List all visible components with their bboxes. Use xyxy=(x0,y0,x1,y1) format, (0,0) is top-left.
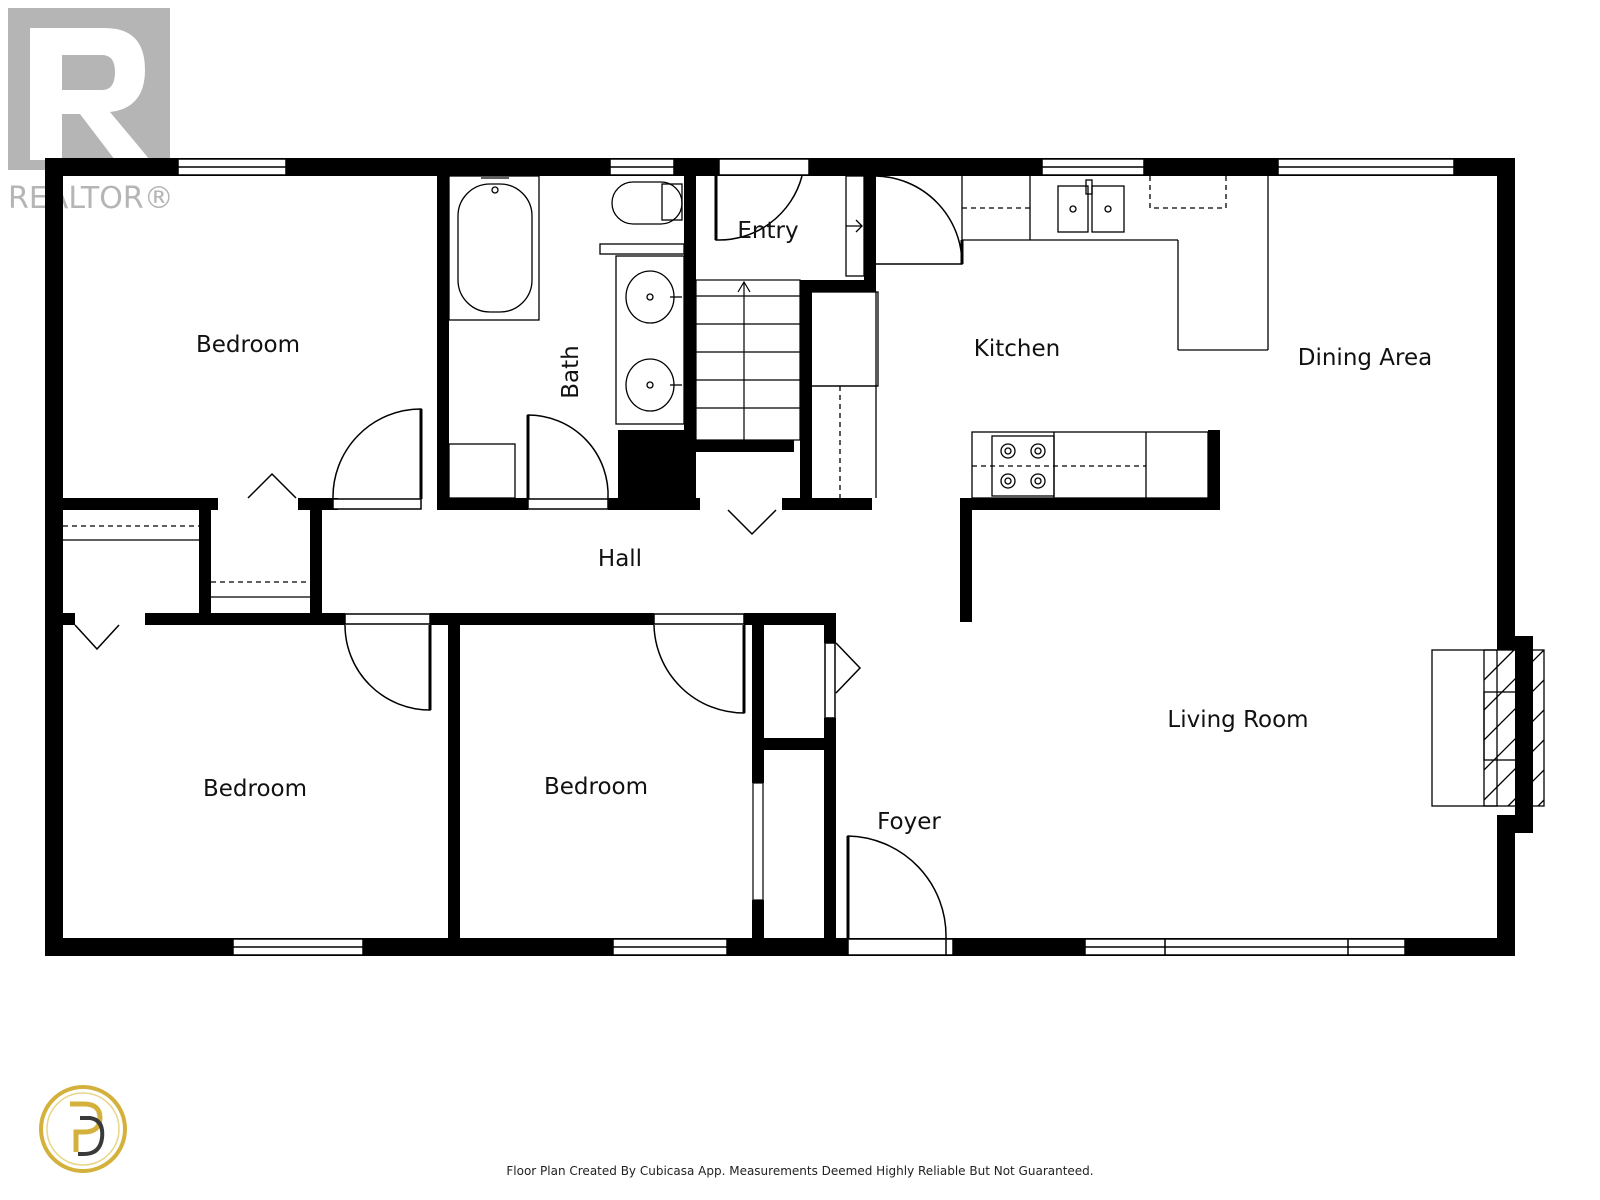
room-label-entry: Entry xyxy=(737,218,798,244)
room-label-living-room: Living Room xyxy=(1167,707,1308,733)
room-label-bedroom-bottom-left: Bedroom xyxy=(203,776,307,802)
doors xyxy=(74,175,964,956)
realtor-logo-text: REALTOR® xyxy=(8,181,174,216)
stairs xyxy=(695,279,801,441)
fireplace xyxy=(1431,649,1545,807)
room-label-foyer: Foyer xyxy=(877,809,941,835)
brokerage-logo xyxy=(39,1085,127,1173)
interior-openings xyxy=(752,782,764,901)
room-label-kitchen: Kitchen xyxy=(974,336,1060,362)
room-label-bath: Bath xyxy=(558,345,584,398)
windows xyxy=(177,158,1455,956)
closet-shelves xyxy=(63,525,310,598)
interior-walls xyxy=(63,158,1220,956)
exterior-walls xyxy=(45,158,1533,956)
room-label-hall: Hall xyxy=(598,546,642,572)
bath-fixtures xyxy=(448,175,685,499)
room-label-dining-area: Dining Area xyxy=(1298,345,1433,371)
realtor-logo: REALTOR® xyxy=(8,8,174,216)
footer-disclaimer: Floor Plan Created By Cubicasa App. Meas… xyxy=(506,1164,1094,1178)
kitchen-fixtures xyxy=(807,175,1269,499)
room-label-bedroom-top-left: Bedroom xyxy=(196,332,300,358)
room-label-bedroom-bottom-middle: Bedroom xyxy=(544,774,648,800)
